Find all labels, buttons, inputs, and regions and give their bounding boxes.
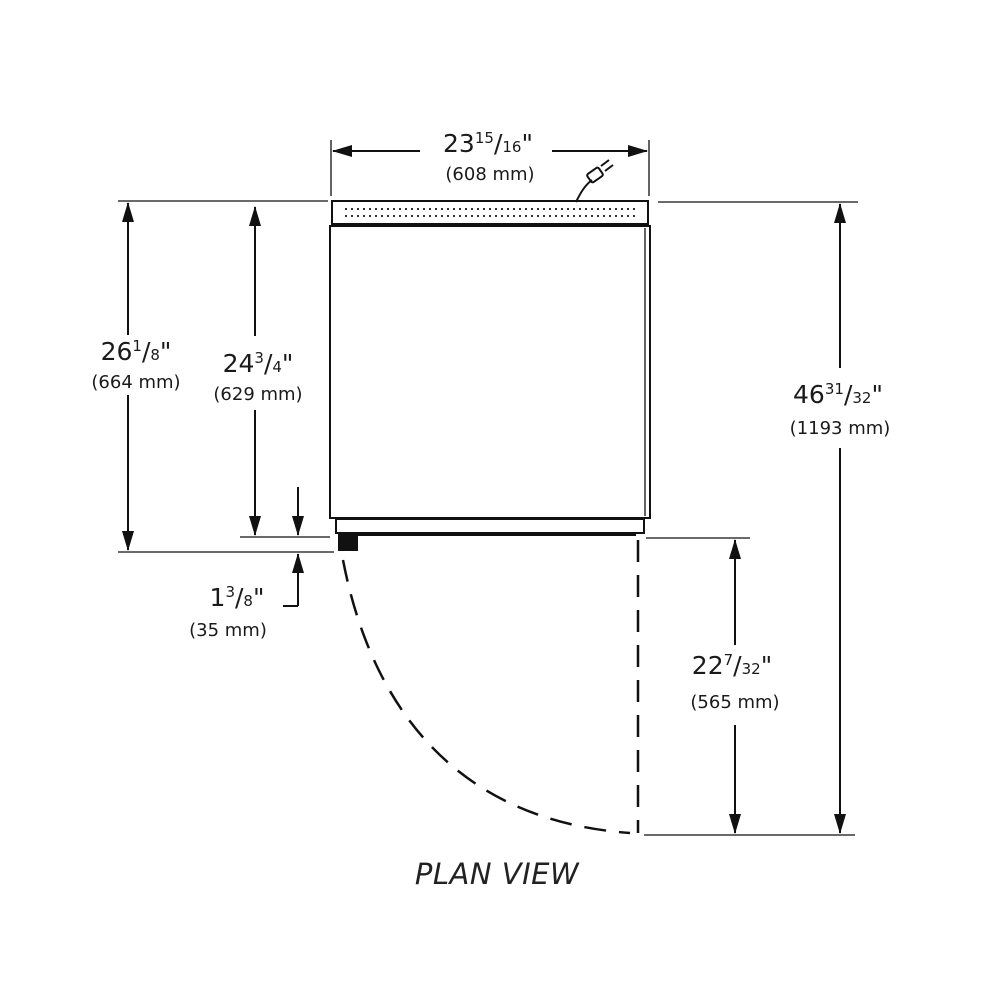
depth-overall-metric: (664 mm): [91, 372, 180, 393]
door-thickness-dimension: 13/8" (35 mm): [189, 487, 304, 641]
depth-cabinet-label: 243/4": [223, 349, 294, 378]
depth-overall-dimension: 261/8" (664 mm): [91, 200, 334, 553]
total-depth-label: 4631/32": [793, 380, 883, 409]
depth-overall-label: 261/8": [101, 337, 172, 366]
depth-cabinet-dimension: 243/4" (629 mm): [213, 206, 330, 538]
door-swing-arc: [341, 559, 631, 835]
total-depth-dimension: 4631/32" (1193 mm): [658, 201, 891, 834]
total-depth-metric: (1193 mm): [790, 418, 891, 439]
door-swing-label: 227/32": [692, 651, 772, 680]
door-panel: [335, 518, 645, 534]
width-label: 2315/16": [443, 129, 533, 158]
door-thickness-metric: (35 mm): [189, 620, 267, 641]
door-hinge: [338, 534, 358, 551]
door-thickness-label: 13/8": [210, 583, 265, 612]
door-swing-path: [341, 540, 640, 835]
cabinet-body: [329, 225, 651, 519]
cabinet: [329, 200, 651, 551]
plan-view-caption: PLAN VIEW: [415, 857, 580, 891]
depth-cabinet-metric: (629 mm): [213, 384, 302, 405]
cabinet-top-grille: [331, 200, 649, 225]
power-plug-icon: [575, 159, 614, 203]
door-swing-metric: (565 mm): [690, 692, 779, 713]
door-swing-dimension: 227/32" (565 mm): [644, 537, 855, 836]
width-dimension: 2315/16" (608 mm): [330, 129, 650, 196]
width-metric: (608 mm): [445, 164, 534, 185]
